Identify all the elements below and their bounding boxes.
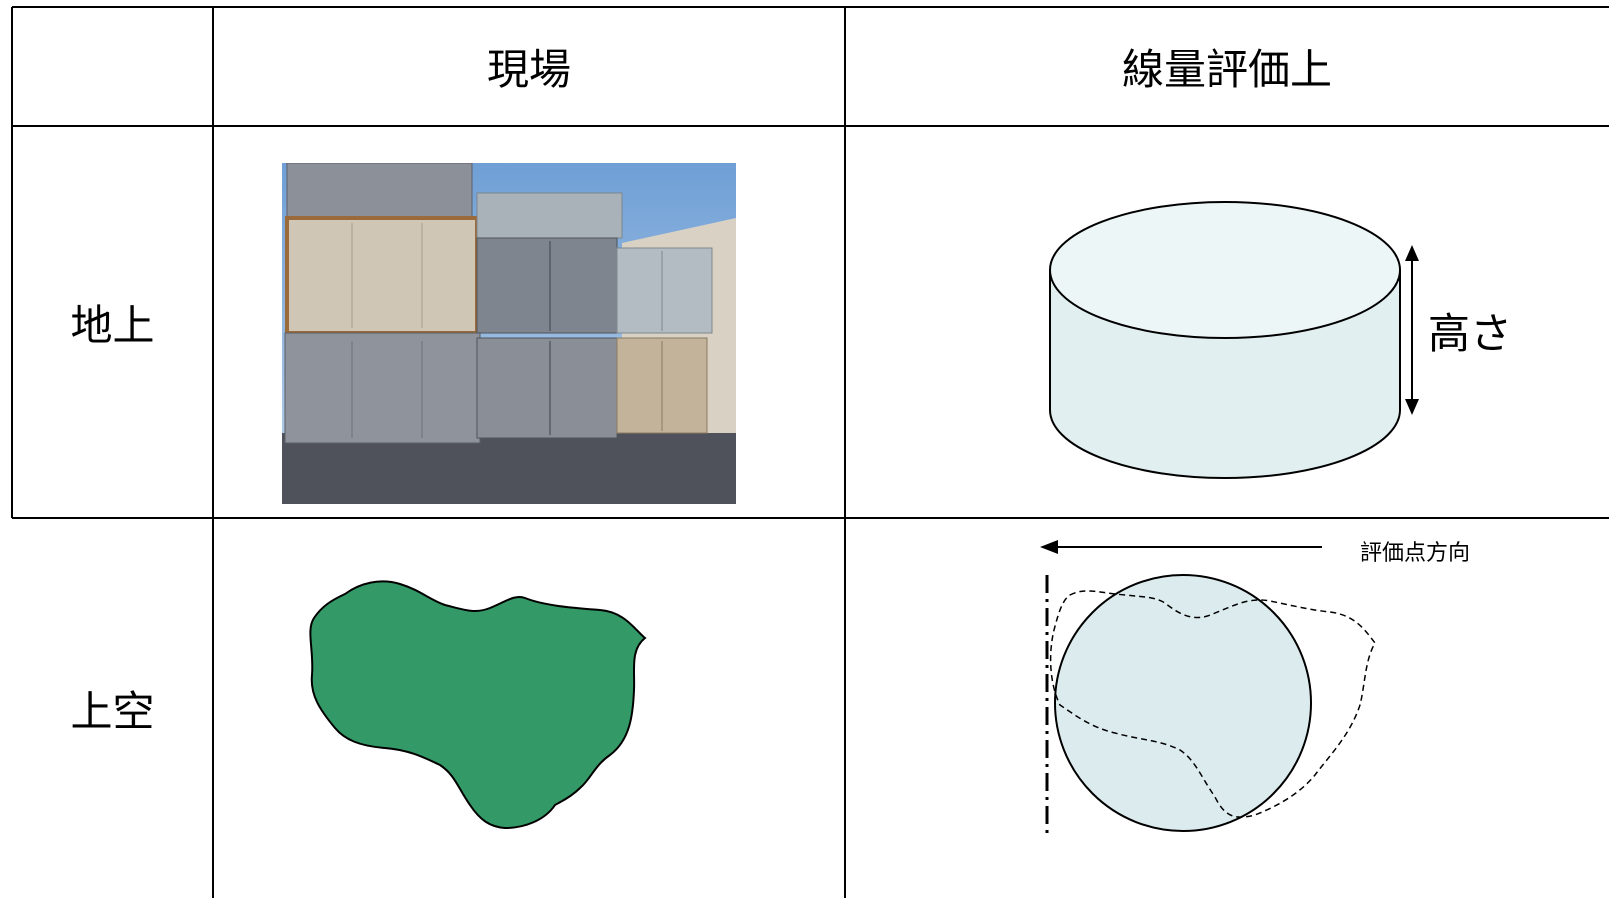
cylinder-model: [1049, 201, 1419, 479]
direction-label: 評価点方向: [1360, 541, 1471, 566]
height-label: 高さ: [1428, 308, 1513, 358]
footprint-shape: [309, 580, 647, 830]
header-site: 現場: [486, 45, 571, 94]
row-label-ground: 地上: [70, 300, 155, 350]
container-photo: [282, 163, 736, 504]
header-evaluation: 線量評価上: [1121, 45, 1332, 94]
header-corner: [12, 7, 213, 126]
circle-model: [1040, 540, 1376, 835]
row-label-aerial: 上空: [70, 686, 155, 736]
